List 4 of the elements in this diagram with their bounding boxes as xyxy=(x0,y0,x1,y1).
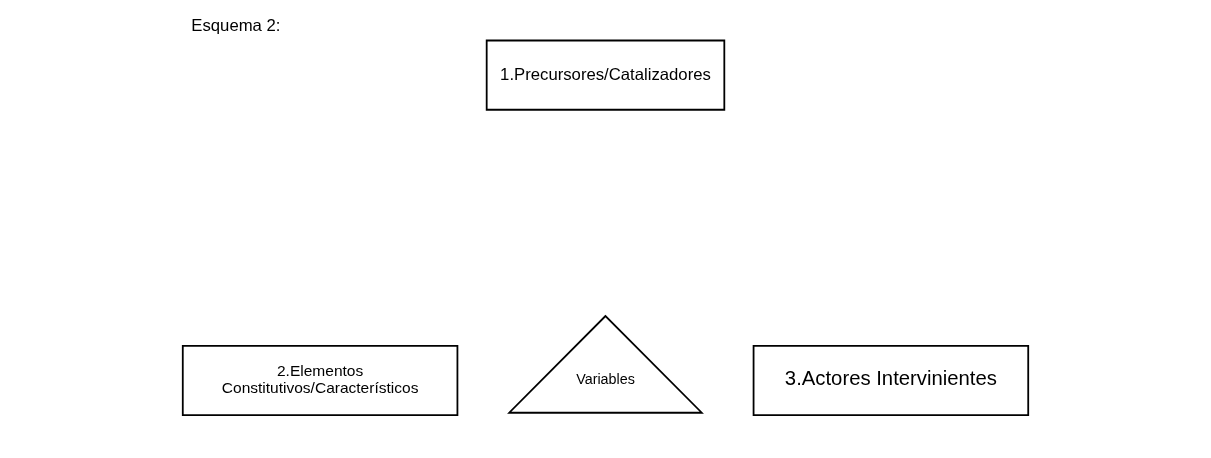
node-box: 3.Actores Intervinientes xyxy=(752,344,1030,416)
node-box: 1.Precursores/Catalizadores xyxy=(485,39,726,111)
diagram-title: Esquema 2: xyxy=(191,16,281,36)
node-box: 2.Elementos Constitutivos/Característicos xyxy=(181,344,459,416)
